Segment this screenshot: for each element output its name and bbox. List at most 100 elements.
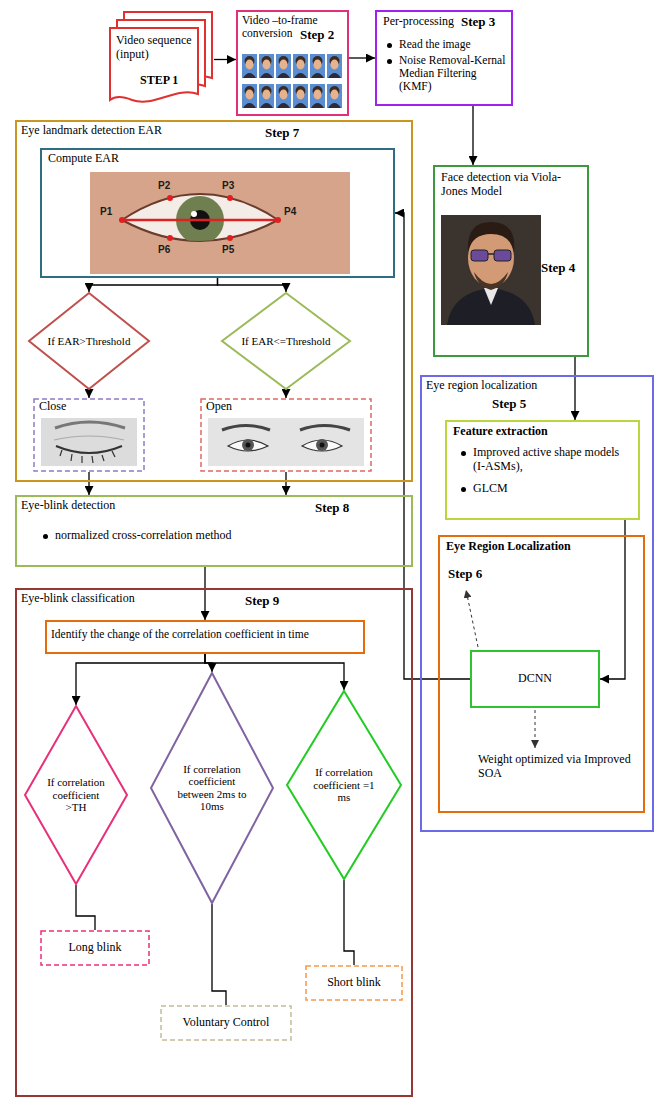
face-photo-part — [471, 250, 488, 261]
eye-landmark-photo-part — [90, 172, 350, 274]
connector-arrow — [600, 520, 625, 679]
result-box: Close — [33, 398, 145, 472]
face-photo-part — [468, 222, 514, 252]
point-label: P3 — [222, 180, 234, 192]
diamond-border — [222, 293, 350, 389]
process-box: Eye region localizationStep 5Feature ext… — [420, 375, 654, 832]
open-eyes-photo-part — [242, 439, 254, 451]
box-border — [16, 496, 412, 566]
connector-arrow — [472, 106, 473, 165]
open-eyes-photo-part — [246, 443, 251, 448]
heading-text: Step 3 — [461, 15, 509, 30]
eye-landmark-photo-part — [122, 219, 278, 222]
closed-eye-photo-part — [55, 422, 125, 428]
connector-arrow — [574, 357, 575, 420]
diamond-border — [25, 706, 127, 884]
heading-text: Step 4 — [541, 261, 585, 276]
connector-arrow — [285, 390, 286, 398]
decision-diamond: If EAR>Threshold — [28, 292, 150, 390]
bullet-dot — [461, 487, 466, 492]
video-frames-part — [310, 54, 325, 78]
video-frames-part — [293, 54, 308, 78]
document-stack: Video sequence (input)STEP 1 — [110, 12, 214, 107]
heading-text: Eye Region Localization — [446, 540, 636, 554]
decision-diamond: If correlation coefficient >TH — [24, 705, 128, 885]
eye-landmark-photo-part — [227, 235, 233, 241]
diamond-border — [29, 293, 149, 389]
box-text: Open — [206, 400, 296, 414]
eye-landmark-photo — [90, 172, 350, 274]
point-label: P6 — [158, 244, 170, 256]
face-photo-part — [488, 253, 494, 255]
box-border — [16, 121, 412, 481]
dashed-leader — [466, 590, 535, 748]
bullet-dot — [461, 451, 466, 456]
box-border — [237, 11, 348, 115]
process-box: DCNN — [470, 650, 600, 708]
box-outline — [40, 148, 395, 278]
process-box: Per-processingStep 3Read the imageNoise … — [375, 10, 513, 106]
box-text: Compute EAR — [48, 152, 248, 166]
connector-arrow — [218, 278, 287, 292]
box-border — [41, 931, 149, 965]
closed-eye-photo-part — [112, 451, 115, 457]
open-eyes-photo-part — [222, 426, 270, 431]
video-frames — [242, 54, 342, 108]
eye-landmark-photo-part — [227, 195, 233, 201]
video-frames-part — [327, 54, 342, 78]
open-eyes-photo-part — [228, 440, 268, 451]
heading-text: Step 9 — [245, 594, 305, 609]
closed-eye-photo-part — [60, 450, 62, 456]
closed-eye-photo — [41, 418, 137, 466]
connector-arrow — [285, 472, 286, 495]
box-text: Eye landmark detection EAR — [21, 124, 241, 138]
box-text: Eye-blink detection — [21, 499, 221, 513]
video-frames-part — [242, 54, 257, 78]
connector-arrow — [395, 213, 470, 679]
video-frames-part — [310, 84, 325, 108]
iris-part — [191, 211, 197, 217]
video-frames-part — [242, 84, 257, 108]
video-frames-part — [327, 84, 342, 108]
box-text: Eye region localization — [426, 379, 586, 393]
closed-eye-photo-part — [41, 418, 137, 466]
diamond-border — [287, 691, 401, 879]
closed-eye-photo-part — [54, 436, 124, 440]
box-border — [306, 966, 402, 1000]
decision-diamond: If correlation coefficient between 2ms t… — [150, 672, 274, 904]
open-eyes-photo-part — [320, 443, 325, 448]
closed-eye-photo-part — [92, 456, 93, 463]
connector-arrow — [349, 57, 375, 58]
process-box: Compute EAR — [40, 148, 395, 278]
box-text: If correlation coefficient =1 ms — [308, 766, 380, 804]
box-text: Identify the change of the correlation c… — [51, 628, 359, 641]
box-border — [446, 421, 639, 519]
connector-arrow — [204, 567, 205, 620]
connector-arrow — [344, 880, 354, 965]
box-text: Face detection via Viola-Jones Model — [441, 171, 581, 199]
box-text: Long blink — [45, 941, 145, 955]
result-box: Voluntary Control — [160, 1005, 292, 1041]
process-box: Eye-blink detectionStep 8normalized cros… — [15, 495, 413, 567]
face-photo-part — [484, 288, 498, 305]
connector-arrow — [89, 278, 218, 292]
bullet-text: Improved active shape models (I-ASMs), — [473, 446, 633, 474]
process-box: Eye-blink classificationStep 9Identify t… — [15, 588, 413, 1097]
box-text: Weight optimized via Improved SOA — [478, 753, 638, 781]
heading-text: Feature extraction — [453, 425, 633, 439]
eye-landmark-photo-part — [119, 217, 125, 223]
process-box: Video –to-frame conversionStep 2 — [236, 10, 349, 116]
connector-arrow — [212, 904, 226, 1005]
box-outline — [15, 120, 413, 482]
eye-landmark-photo-part — [275, 217, 281, 223]
diamond-border — [151, 673, 273, 903]
connector-arrow — [205, 654, 344, 690]
box-text: Close — [39, 400, 129, 414]
eye-landmark-photo-part — [167, 235, 173, 241]
closed-eye-photo-part — [81, 456, 82, 463]
box-text: If EAR<=Threshold — [235, 335, 336, 348]
box-border — [41, 149, 394, 277]
video-frames-part — [259, 84, 274, 108]
video-frames-part — [276, 84, 291, 108]
